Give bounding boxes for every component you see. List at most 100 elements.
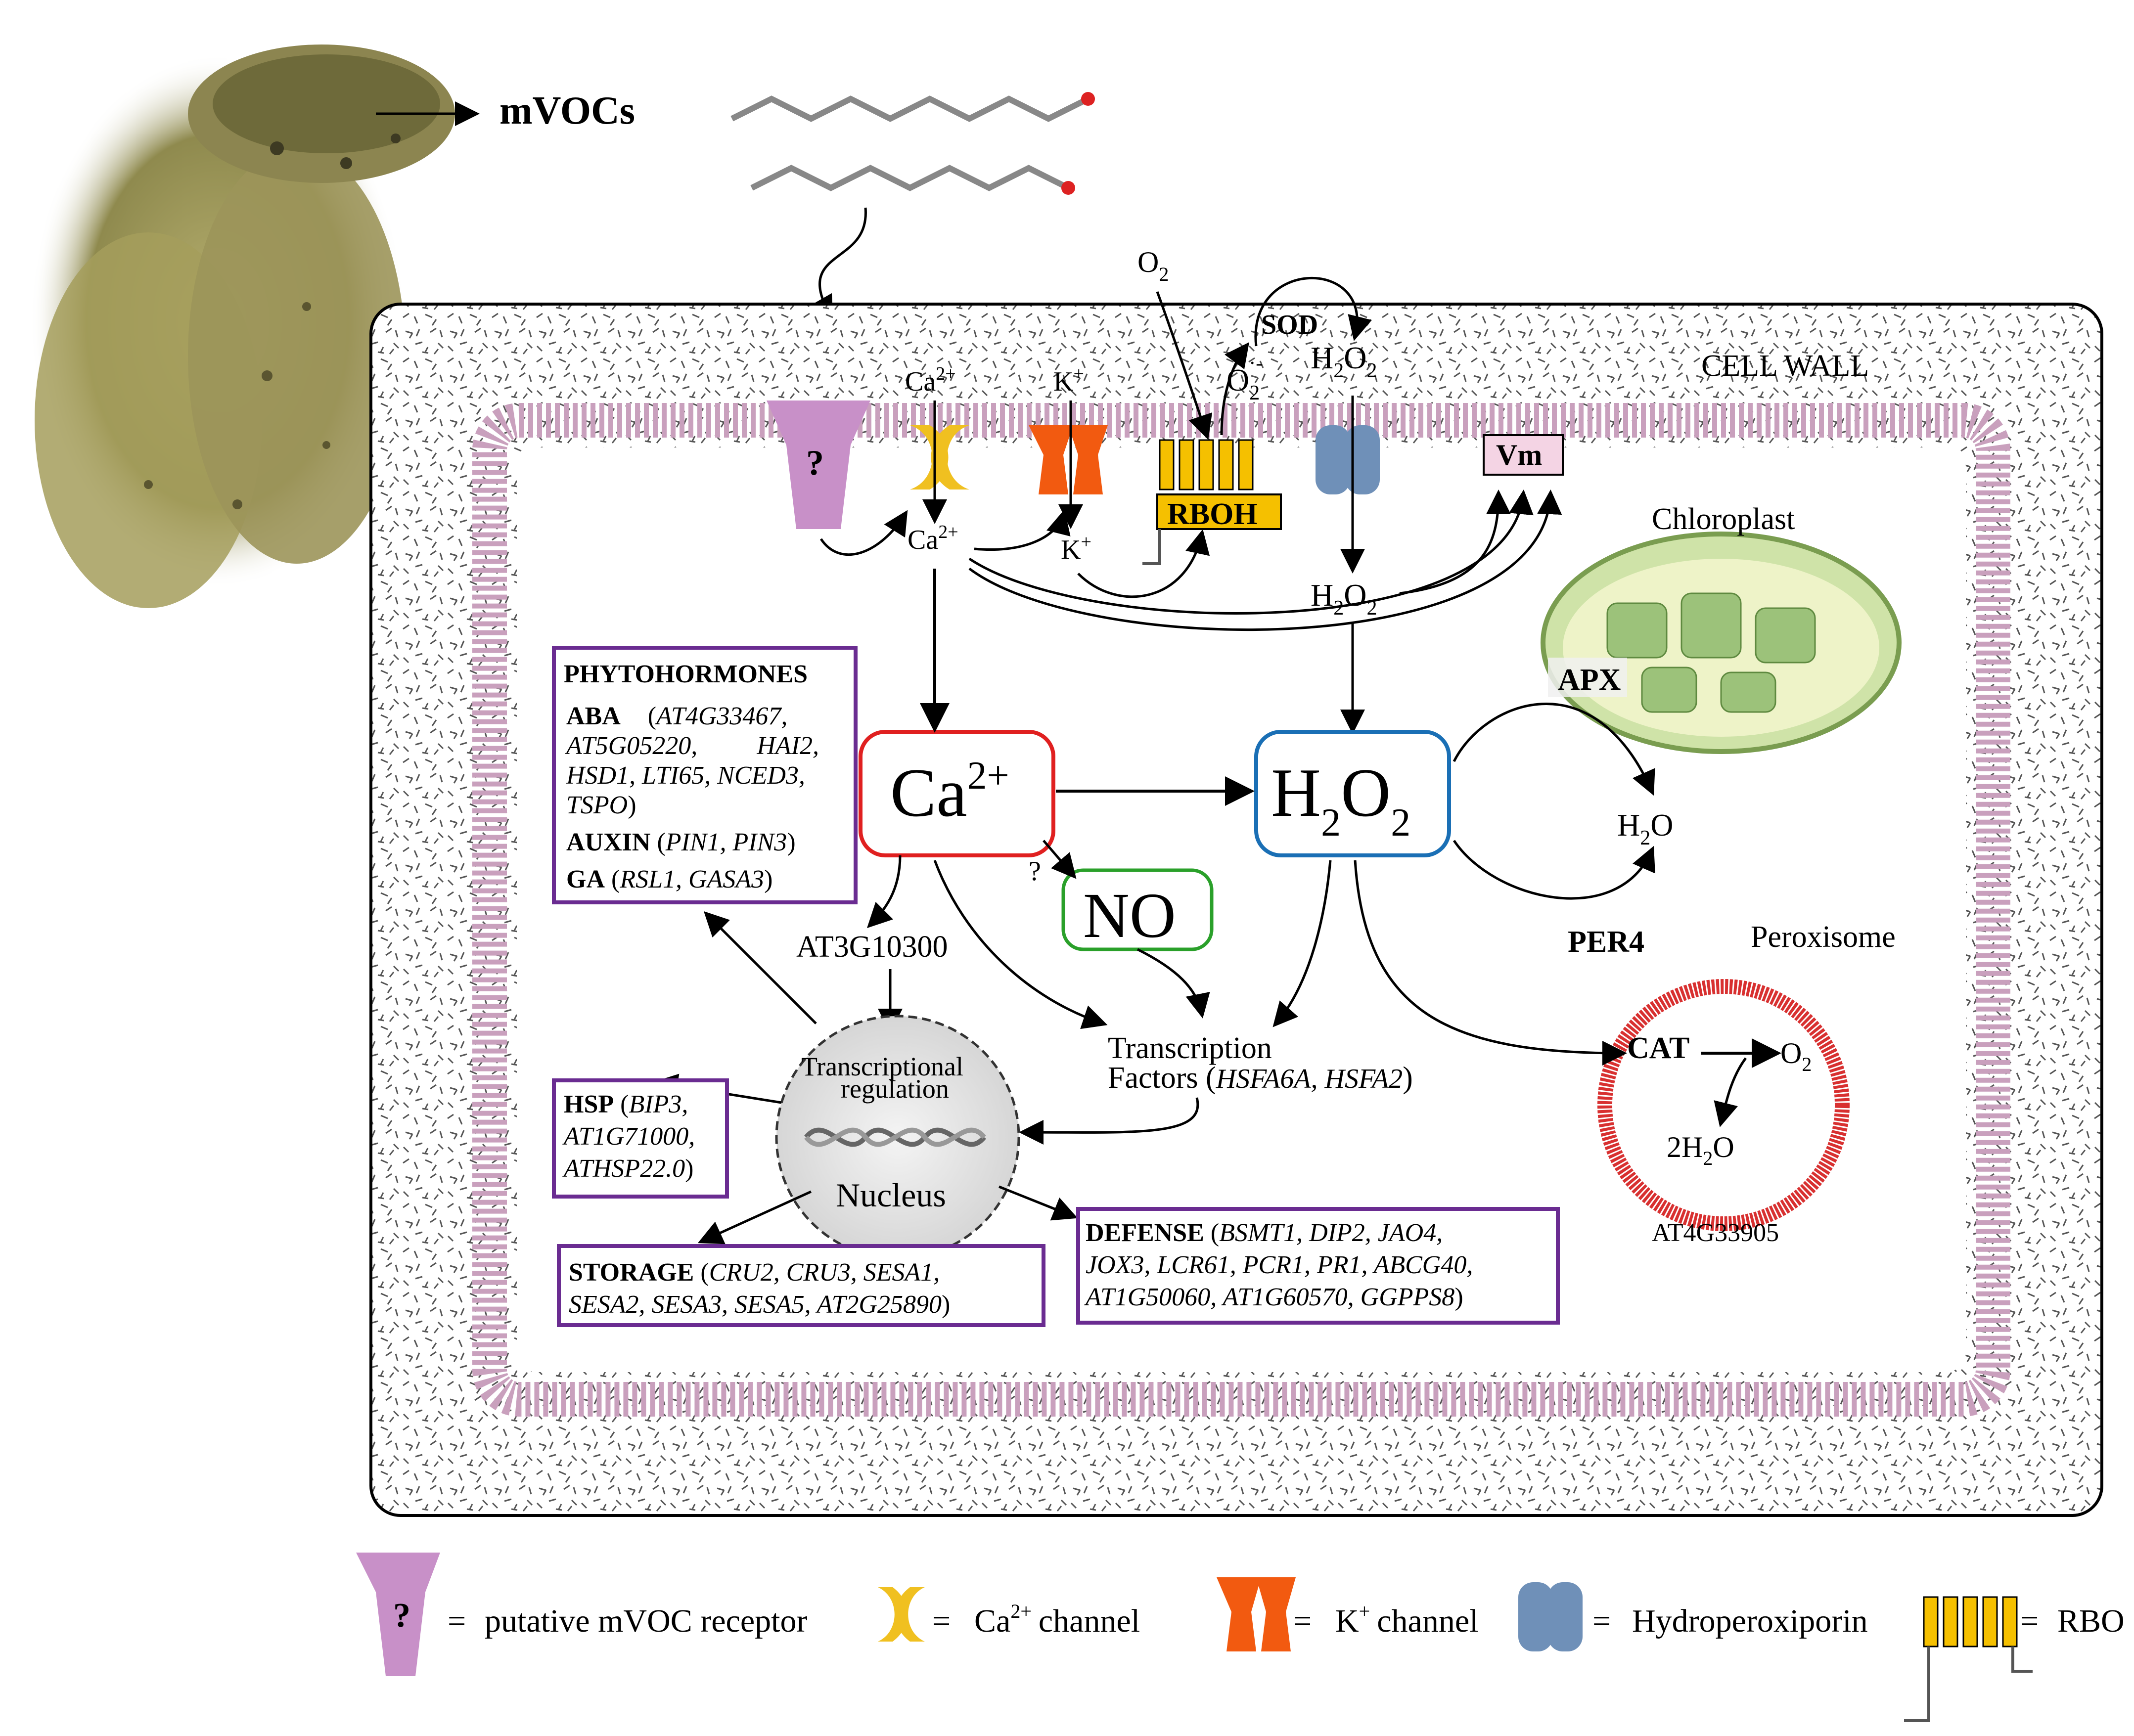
cat-to-h2o-arrow <box>1714 1057 1747 1127</box>
h2o2-to-cat-arrow <box>1354 860 1627 1066</box>
h2o2-node-label: H2O2 <box>1271 755 1410 845</box>
defense-line2: JOX3, LCR61, PCR1, PR1, ABCG40, <box>1086 1251 1473 1279</box>
per4-label: PER4 <box>1568 925 1644 959</box>
no-to-tf-arrow <box>1136 948 1210 1019</box>
k-below-label: K+ <box>1061 532 1091 565</box>
h2o2-to-tf-arrow <box>1272 860 1332 1027</box>
vm-box: Vm <box>1483 434 1564 476</box>
defense-line1: DEFENSE (BSMT1, DIP2, JAO4, <box>1086 1219 1443 1247</box>
chloroplast-label: Chloroplast <box>1652 502 1795 536</box>
at3g10300-label: AT3G10300 <box>796 930 948 964</box>
legend-receptor-mark: ? <box>393 1597 410 1635</box>
nucleus-to-phyto-arrow <box>703 911 817 1024</box>
phyto-aba-line1: ABA(AT4G33467, <box>566 702 787 730</box>
defense-box: DEFENSE (BSMT1, DIP2, JAO4, JOX3, LCR61,… <box>1076 1207 1560 1325</box>
ca-node-label: Ca2+ <box>890 754 1009 831</box>
legend-k-channel-icon <box>1217 1577 1296 1651</box>
rboh-icon: RBOH <box>1142 439 1282 565</box>
tf-to-nucleus-arrow <box>1019 1097 1199 1145</box>
legend-aquaporin-icon <box>1518 1582 1583 1651</box>
legend-ca-channel-icon <box>878 1587 925 1642</box>
mvocs-label: mVOCs <box>499 89 635 133</box>
legend-rboh-text: RBO <box>2057 1603 2125 1639</box>
hsp-line1: HSP (BIP3, <box>564 1090 688 1118</box>
ca-channel-icon <box>910 425 969 490</box>
peroxisome <box>1597 979 1850 1231</box>
legend-eq-5: = <box>2020 1603 2039 1639</box>
dna-icon <box>804 1127 986 1147</box>
ca-node-box <box>859 730 1055 857</box>
phyto-title: PHYTOHORMONES <box>564 660 808 688</box>
peroxisome-label: Peroxisome <box>1751 920 1896 954</box>
legend-eq-3: = <box>1293 1603 1312 1639</box>
storage-box: STORAGE (CRU2, CRU3, SESA1, SESA2, SESA3… <box>557 1244 1045 1327</box>
plasma-membrane <box>472 403 2010 1417</box>
cell-wall-label: CELL WALL <box>1701 349 1869 383</box>
legend-rboh-icon <box>1904 1596 2033 1722</box>
legend-receptor-icon: ? <box>356 1553 440 1676</box>
cat-label: CAT <box>1627 1031 1689 1065</box>
phyto-ga-line: GA (RSL1, GASA3) <box>566 865 772 893</box>
phyto-aba-line4: TSPO) <box>566 791 636 819</box>
fungus-image <box>30 45 455 608</box>
o2-to-rboh-arrow <box>1156 291 1213 440</box>
legend-receptor-text: putative mVOC receptor <box>485 1603 807 1639</box>
peroxisome-gene-label: AT4G33905 <box>1652 1219 1779 1247</box>
receptor-to-ca-arrow <box>819 510 908 556</box>
ca-below-label: Ca2+ <box>908 522 958 555</box>
sod-label: SOD <box>1261 310 1318 340</box>
k-to-rboh-arrow <box>1077 529 1210 598</box>
two-h2o-label: 2H2O <box>1667 1131 1734 1169</box>
mvoc-molecule-1 <box>730 92 1095 122</box>
ca-to-vm-arrow <box>968 490 1562 631</box>
hsp-line3: ATHSP22.0) <box>562 1155 693 1183</box>
phytohormones-box: PHYTOHORMONES ABA(AT4G33467, AT5G05220,H… <box>552 646 858 904</box>
legend-eq-2: = <box>932 1603 951 1639</box>
legend-eq-1: = <box>448 1603 466 1639</box>
ca-to-at3g-arrow <box>866 855 902 929</box>
h2o2-mid-label: H2O2 <box>1311 578 1377 620</box>
storage-line1: STORAGE (CRU2, CRU3, SESA1, <box>569 1258 940 1287</box>
no-node-label: NO <box>1083 880 1176 951</box>
tf-line1: Transcription <box>1108 1031 1272 1065</box>
rboh-to-superoxide-arrow <box>1220 342 1249 436</box>
tf-line2: Factors (HSFA6A, HSFA2) <box>1108 1061 1413 1095</box>
mvoc-entry-arrow <box>810 207 867 321</box>
hsp-line2: AT1G71000, <box>562 1122 695 1151</box>
hsp-box: HSP (BIP3, AT1G71000, ATHSP22.0) <box>552 1078 729 1199</box>
apx-label: APX <box>1558 663 1621 697</box>
phyto-aba-line3: HSD1, LTI65, NCED3, <box>566 761 805 790</box>
phyto-auxin-line: AUXIN (PIN1, PIN3) <box>566 828 796 856</box>
ca-top-label: Ca2+ <box>905 363 956 397</box>
aquaporin-icon <box>1316 425 1380 494</box>
legend-aquaporin-text: Hydroperoxiporin <box>1632 1603 1868 1639</box>
receptor-mark: ? <box>806 443 824 483</box>
superoxide-label: O2·- <box>1226 352 1263 404</box>
o2-top-label: O2 <box>1137 246 1169 285</box>
h2o-label: H2O <box>1617 807 1673 849</box>
defense-line3: AT1G50060, AT1G60570, GGPPS8) <box>1084 1283 1463 1311</box>
h2o2-top-label: H2O2 <box>1311 340 1377 382</box>
vm-label: Vm <box>1496 439 1542 471</box>
receptor-icon: ? <box>767 401 870 529</box>
no-question-mark: ? <box>1029 856 1041 887</box>
legend-k-channel-text: K+channel <box>1335 1600 1478 1639</box>
nucleus-to-storage-arrow <box>697 1190 812 1245</box>
h2o2-to-h2o-bottom-arrow <box>1453 840 1655 900</box>
ca-to-k-arrow <box>974 509 1071 551</box>
k-top-label: K+ <box>1053 363 1084 397</box>
legend-ca-channel-text: Ca2+channel <box>974 1600 1140 1639</box>
k-to-vm-arrow <box>968 490 1534 615</box>
phyto-aba-line2: AT5G05220,HAI2, <box>565 732 819 760</box>
h2o2-node-box <box>1254 730 1451 857</box>
storage-line2: SESA2, SESA3, SESA5, AT2G25890) <box>569 1291 950 1319</box>
mvoc-molecule-2 <box>750 165 1075 195</box>
nucleus-to-defense-arrow <box>999 1185 1078 1221</box>
k-channel-icon <box>1029 425 1108 494</box>
legend-eq-4: = <box>1592 1603 1611 1639</box>
rboh-label: RBOH <box>1167 497 1258 531</box>
ca-to-tf-arrow <box>933 860 1108 1029</box>
nucleus-title-1: Transcriptional <box>801 1052 963 1081</box>
